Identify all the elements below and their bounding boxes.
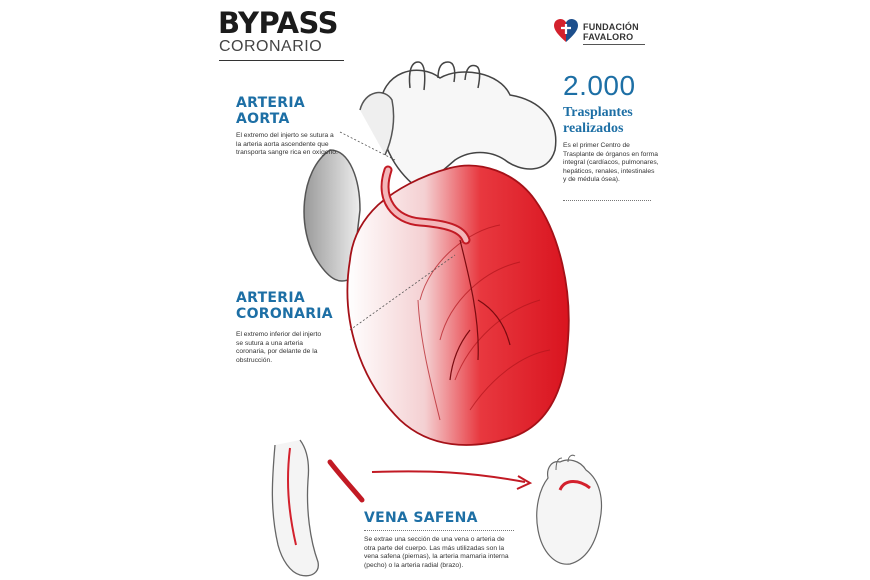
stat-description: Es el primer Centro de Trasplante de órg… [563, 142, 659, 183]
vein-segment [327, 459, 365, 503]
coronaria-heading-line1: ARTERIA [236, 290, 306, 306]
ventricle-strokes [417, 224, 551, 421]
stat-divider [563, 200, 651, 201]
aorta-description: El extremo del injerto se sutura a la ar… [236, 132, 338, 156]
logo-divider [583, 44, 645, 45]
heart-body [346, 164, 570, 446]
stat-label: Trasplantes realizados [563, 105, 633, 136]
coronaria-description: El extremo inferior del injerto se sutur… [236, 331, 322, 364]
bypass-graft-highlight [382, 167, 469, 243]
coronary-vessels [449, 239, 511, 381]
page-subtitle: CORONARIO [219, 38, 323, 55]
saphenous-vein [287, 447, 297, 546]
small-heart-drawing [536, 454, 603, 565]
right-atrium-sketch [303, 149, 361, 282]
favaloro-heart-logo-icon [554, 19, 578, 42]
aorta-heading-line1: ARTERIA [236, 95, 306, 111]
top-vessels-sketch [408, 61, 481, 91]
logo-line2: FAVALORO [583, 32, 634, 42]
coronaria-heading: ARTERIA CORONARIA [236, 290, 333, 322]
logo-line1: FUNDACIÓN [583, 22, 639, 32]
small-heart-graft [558, 480, 591, 491]
vena-description: Se extrae una sección de una vena o arte… [364, 536, 509, 569]
leg-drawing [271, 439, 319, 577]
pulmonary-trunk-sketch [359, 91, 395, 156]
heart-drawing [303, 61, 570, 446]
coronaria-leader-line [349, 254, 456, 331]
aorta-heading-line2: AORTA [236, 111, 290, 127]
transfer-arrow [371, 470, 533, 490]
logo-text: FUNDACIÓN FAVALORO [583, 22, 639, 42]
coronaria-heading-line2: CORONARIA [236, 306, 333, 322]
title-divider [219, 60, 344, 61]
aorta-heading: ARTERIA AORTA [236, 95, 305, 127]
stat-number: 2.000 [563, 70, 636, 101]
page-title: BYPASS [218, 6, 339, 40]
vena-divider [364, 530, 514, 531]
leg-outline [271, 439, 319, 577]
vena-heading: VENA SAFENA [364, 510, 478, 526]
